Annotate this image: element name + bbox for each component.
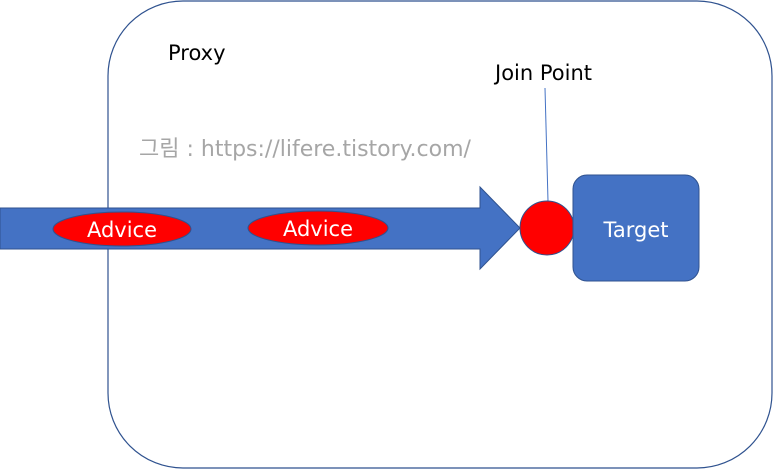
advice-ellipse-1 [52, 211, 192, 247]
target-box [572, 174, 700, 282]
watermark-text: 그림 : https://lifere.tistory.com/ [139, 137, 472, 162]
advice-label-1: Advice [87, 218, 157, 242]
proxy-label: Proxy [168, 41, 226, 65]
join-point-label: Join Point [493, 61, 592, 85]
advice-ellipse-2 [247, 210, 389, 246]
target-label: Target [603, 218, 669, 242]
join-point-leader-line [544, 87, 549, 202]
advice-label-2: Advice [283, 217, 353, 241]
join-point-circle [519, 200, 575, 256]
